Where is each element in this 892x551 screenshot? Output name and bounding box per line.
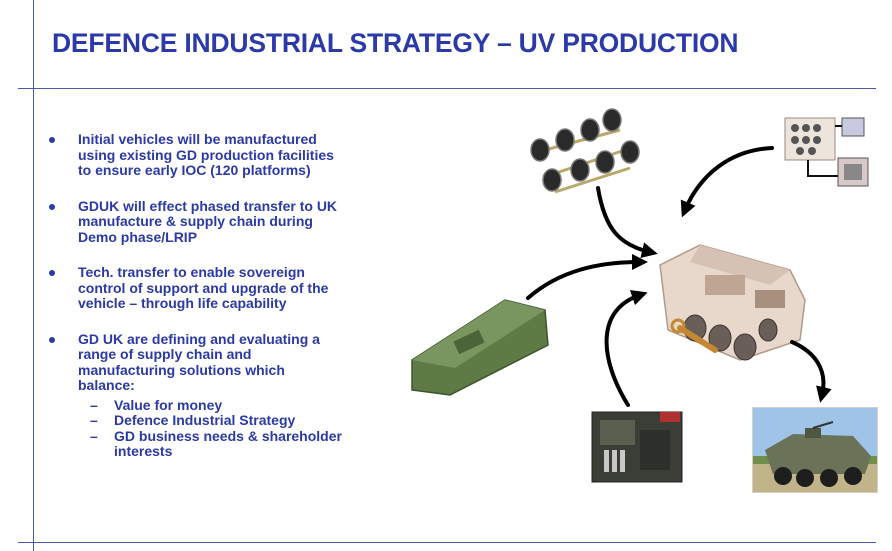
- dash-icon: –: [90, 412, 98, 428]
- bullet-dot-icon: [49, 137, 55, 143]
- sub-bullet-item: – Value for money: [78, 396, 386, 414]
- dash-icon: –: [90, 427, 98, 444]
- bullet-dot-icon: [49, 203, 55, 210]
- bullet-item: GD UK are defining and evaluating a rang…: [46, 330, 386, 460]
- sub-bullet-item: – Defence Industrial Strategy: [78, 412, 386, 429]
- bullet-item: Initial vehicles will be manufactured us…: [46, 131, 386, 179]
- bullet-text: Tech. transfer to enable sovereign contr…: [78, 264, 329, 311]
- bullet-item: GDUK will effect phased transfer to UK m…: [46, 197, 386, 246]
- dash-icon: –: [90, 396, 98, 413]
- page-title: DEFENCE INDUSTRIAL STRATEGY – UV PRODUCT…: [52, 28, 739, 58]
- sub-bullet-item: – GD business needs & shareholder intere…: [78, 427, 386, 460]
- hull-structure-image: [411, 299, 549, 396]
- bullet-text: Initial vehicles will be manufactured us…: [78, 131, 334, 178]
- vehicle-photo-icon: [753, 408, 877, 492]
- assembled-vehicle-image: [659, 244, 806, 361]
- production-flow-graphic: [411, 108, 869, 483]
- finished-vehicle-photo: [752, 407, 878, 493]
- engine-powerpack-image: [591, 411, 683, 483]
- circuit-components-image: [784, 117, 869, 187]
- flow-arrows: [526, 146, 832, 407]
- bullet-dot-icon: [49, 336, 55, 343]
- sub-bullet-text: GD business needs & shareholder interest…: [114, 427, 342, 459]
- vertical-rule: [33, 0, 34, 551]
- bullet-list: Initial vehicles will be manufactured us…: [46, 131, 386, 480]
- sub-bullet-text: Defence Industrial Strategy: [114, 412, 296, 428]
- sub-bullet-list: – Value for money – Defence Industrial S…: [78, 396, 386, 460]
- footer-divider: [18, 542, 876, 543]
- suspension-assembly-image: [530, 108, 640, 194]
- title-divider: [18, 88, 876, 89]
- bullet-dot-icon: [49, 270, 55, 276]
- bullet-text: GDUK will effect phased transfer to UK m…: [78, 197, 338, 245]
- sub-bullet-text: Value for money: [114, 396, 223, 413]
- bullet-text: GD UK are defining and evaluating a rang…: [78, 330, 320, 393]
- wrench-tool-image: [670, 318, 718, 353]
- bullet-item: Tech. transfer to enable sovereign contr…: [46, 264, 386, 312]
